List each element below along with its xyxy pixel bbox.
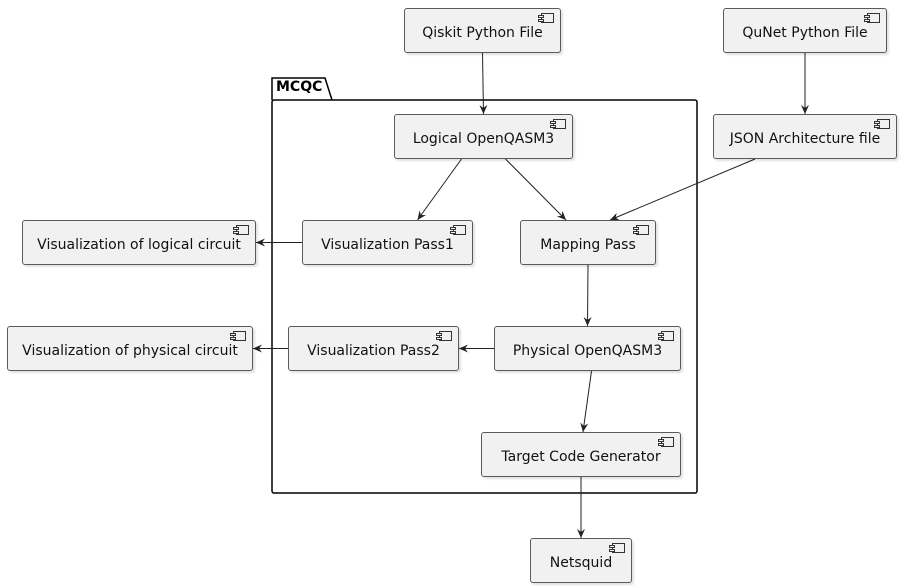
component-icon	[609, 543, 625, 553]
component-logical-openqasm3[interactable]: Logical OpenQASM3	[394, 114, 573, 159]
component-label: Visualization of logical circuit	[37, 236, 241, 253]
component-icon	[233, 225, 249, 235]
component-icon	[864, 13, 880, 23]
component-label: Logical OpenQASM3	[412, 130, 555, 147]
edge-json_arch-to-mapping	[609, 158, 756, 221]
component-target-code-generator[interactable]: Target Code Generator	[481, 432, 681, 477]
component-icon	[538, 13, 554, 23]
edge-qiskit-to-logical_qasm	[479, 52, 488, 115]
component-label: Visualization of physical circuit	[22, 342, 238, 359]
component-icon	[230, 331, 246, 341]
package-label: MCQC	[276, 79, 323, 95]
component-label: Visualization Pass2	[307, 342, 440, 359]
component-icon	[633, 225, 649, 235]
component-visualization-pass1[interactable]: Visualization Pass1	[302, 220, 473, 265]
component-qiskit-python-file[interactable]: Qiskit Python File	[404, 8, 561, 53]
component-label: Qiskit Python File	[422, 24, 543, 41]
component-icon	[658, 437, 674, 447]
edge-logical_qasm-to-mapping	[505, 158, 567, 221]
component-physical-openqasm3[interactable]: Physical OpenQASM3	[494, 326, 681, 371]
component-icon	[436, 331, 452, 341]
edge-logical_qasm-to-vis_pass1	[417, 158, 462, 221]
component-label: Netsquid	[549, 554, 613, 571]
component-netsquid[interactable]: Netsquid	[530, 538, 632, 583]
edge-mapping-to-physical_qasm	[583, 264, 592, 327]
component-icon	[550, 119, 566, 129]
package-body	[271, 99, 698, 494]
component-json-architecture-file[interactable]: JSON Architecture file	[713, 114, 897, 159]
component-icon	[658, 331, 674, 341]
component-label: JSON Architecture file	[729, 130, 881, 147]
component-label: Target Code Generator	[501, 448, 661, 465]
edges-layer	[253, 52, 809, 538]
edge-physical_qasm-to-target_gen	[580, 370, 592, 433]
component-label: Mapping Pass	[540, 236, 636, 253]
package-tab	[271, 77, 333, 101]
component-icon	[450, 225, 466, 235]
component-visualization-pass2[interactable]: Visualization Pass2	[288, 326, 459, 371]
component-label: Physical OpenQASM3	[512, 342, 663, 359]
component-label: QuNet Python File	[742, 24, 868, 41]
component-visualization-physical-circuit[interactable]: Visualization of physical circuit	[7, 326, 253, 371]
component-label: Visualization Pass1	[321, 236, 454, 253]
package-mcqc	[271, 77, 698, 494]
component-icon	[874, 119, 890, 129]
component-qunet-python-file[interactable]: QuNet Python File	[723, 8, 887, 53]
component-mapping-pass[interactable]: Mapping Pass	[520, 220, 656, 265]
component-visualization-logical-circuit[interactable]: Visualization of logical circuit	[22, 220, 256, 265]
